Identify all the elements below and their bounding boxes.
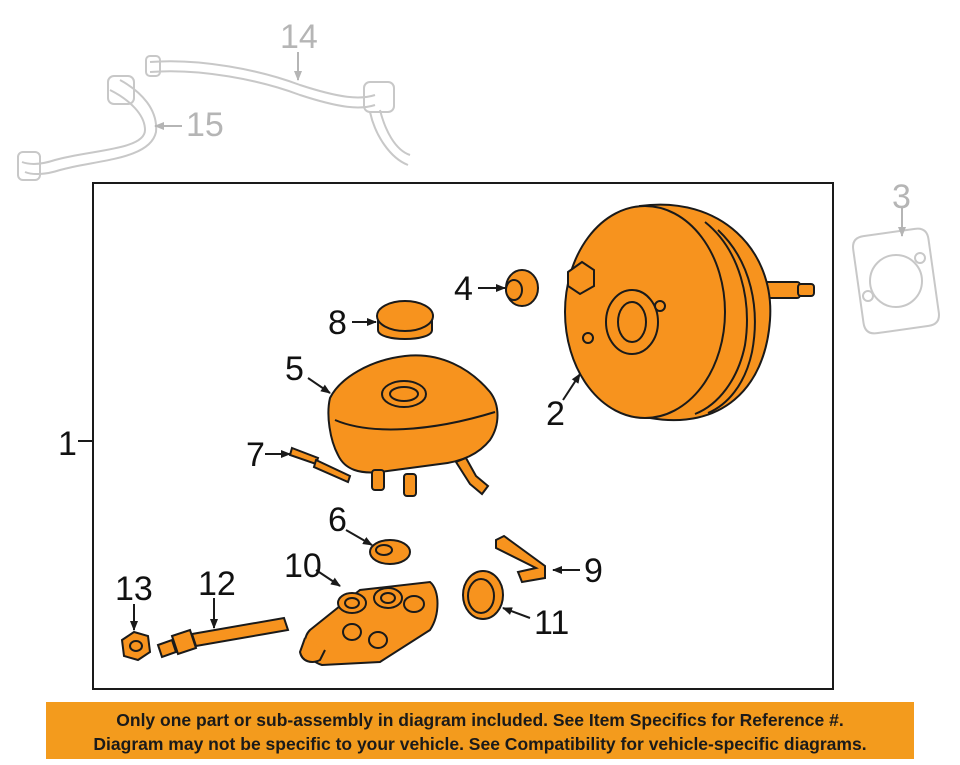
disclaimer-line-1: Only one part or sub-assembly in diagram… <box>116 710 844 730</box>
callout-10: 10 <box>284 547 322 585</box>
parts-diagram: 1 2 3 4 5 6 7 8 9 10 11 12 13 14 15 <box>17 18 940 690</box>
callout-2: 2 <box>546 395 565 433</box>
callout-9: 9 <box>584 552 603 590</box>
ghost-leader-lines <box>154 52 906 237</box>
assembly-frame <box>92 182 834 690</box>
callout-15: 15 <box>186 106 224 144</box>
gasket-part-3 <box>852 227 940 335</box>
callout-11: 11 <box>534 604 569 642</box>
nut-part-13 <box>120 630 152 662</box>
disclaimer-line-2: Diagram may not be specific to your vehi… <box>93 734 867 754</box>
callout-8: 8 <box>328 304 347 342</box>
brake-booster-part-2 <box>564 203 815 422</box>
disclaimer-banner: Only one part or sub-assembly in diagram… <box>46 702 914 759</box>
callout-13: 13 <box>115 570 153 608</box>
vacuum-hose-part-14 <box>145 55 411 166</box>
grommet-part-4 <box>505 269 539 307</box>
reservoir-cap-part-8 <box>376 300 434 340</box>
callout-3: 3 <box>892 178 911 216</box>
fluid-reservoir-part-5 <box>327 354 499 497</box>
leader-lines <box>78 284 581 631</box>
callout-4: 4 <box>454 270 473 308</box>
reservoir-seal-part-6 <box>369 539 411 565</box>
callout-7: 7 <box>246 436 265 474</box>
callout-1: 1 <box>58 425 77 463</box>
stud-part-12 <box>156 616 290 659</box>
callout-12: 12 <box>198 565 236 603</box>
callout-6: 6 <box>328 501 347 539</box>
master-cylinder-part-10 <box>298 580 439 667</box>
callout-5: 5 <box>285 350 304 388</box>
vacuum-hose-part-15 <box>17 75 158 181</box>
callout-14: 14 <box>280 18 318 56</box>
bracket-part-9 <box>495 534 546 584</box>
o-ring-part-11 <box>462 570 504 620</box>
